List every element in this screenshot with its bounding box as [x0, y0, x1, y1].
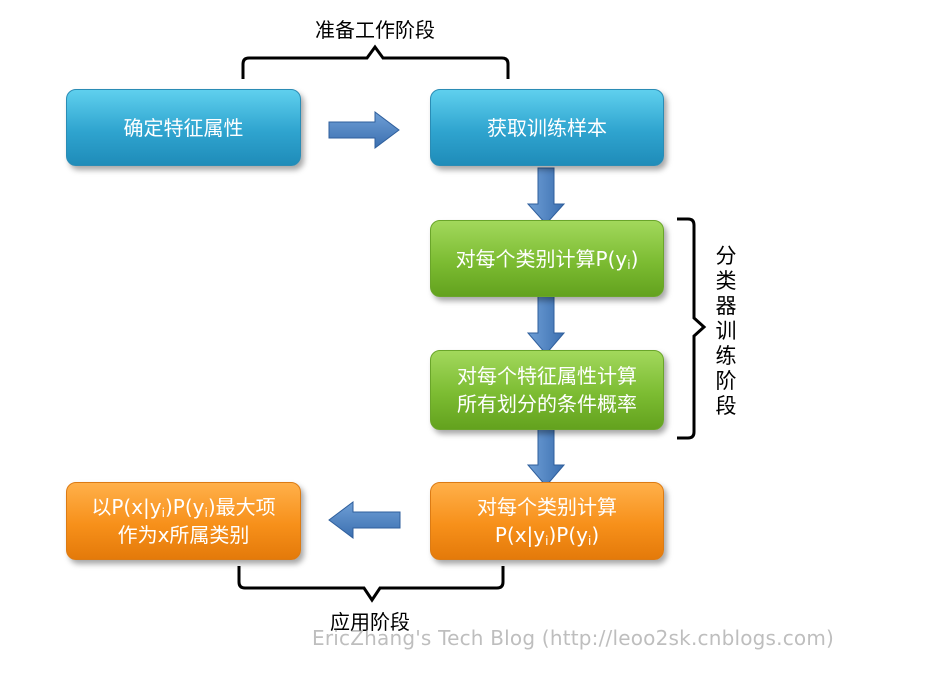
arrow-down-2 — [526, 290, 566, 355]
arrow-down-1 — [526, 167, 566, 225]
prep-stage-label: 准备工作阶段 — [315, 18, 435, 42]
arrow-left — [328, 501, 401, 539]
train-stage-bracket — [677, 217, 707, 440]
calc-cond-prob-line2: 所有划分的条件概率 — [457, 392, 637, 416]
calc-cond-prob-box: 对每个特征属性计算 所有划分的条件概率 — [430, 350, 664, 430]
argmax-line2: 作为x所属类别 — [117, 523, 250, 547]
apply-stage-bracket — [237, 566, 505, 603]
calc-product-line1: 对每个类别计算 — [477, 495, 617, 519]
argmax-box: 以P(x|yi)P(yi)最大项 作为x所属类别 — [66, 482, 301, 560]
calc-class-prob-box: 对每个类别计算P(yi) — [430, 220, 664, 297]
watermark: EricZhang's Tech Blog (http://leoo2sk.cn… — [312, 626, 835, 650]
calc-class-prob-text: 对每个类别计算P(yi) — [455, 246, 639, 272]
calc-cond-prob-line1: 对每个特征属性计算 — [457, 364, 637, 388]
calc-product-line2: P(x|yi)P(yi) — [494, 523, 600, 548]
determine-features-box: 确定特征属性 — [66, 89, 301, 166]
apply-stage-label: 应用阶段 — [330, 610, 410, 634]
get-samples-box: 获取训练样本 — [430, 89, 664, 166]
arrow-right — [328, 111, 400, 149]
determine-features-text: 确定特征属性 — [123, 115, 244, 140]
get-samples-text: 获取训练样本 — [487, 115, 607, 140]
arrow-down-3 — [526, 420, 566, 487]
argmax-line1: 以P(x|yi)P(yi)最大项 — [91, 495, 276, 520]
prep-stage-bracket — [241, 44, 510, 79]
train-stage-label: 分类器训练阶段 — [715, 244, 737, 418]
calc-product-box: 对每个类别计算 P(x|yi)P(yi) — [430, 482, 664, 560]
